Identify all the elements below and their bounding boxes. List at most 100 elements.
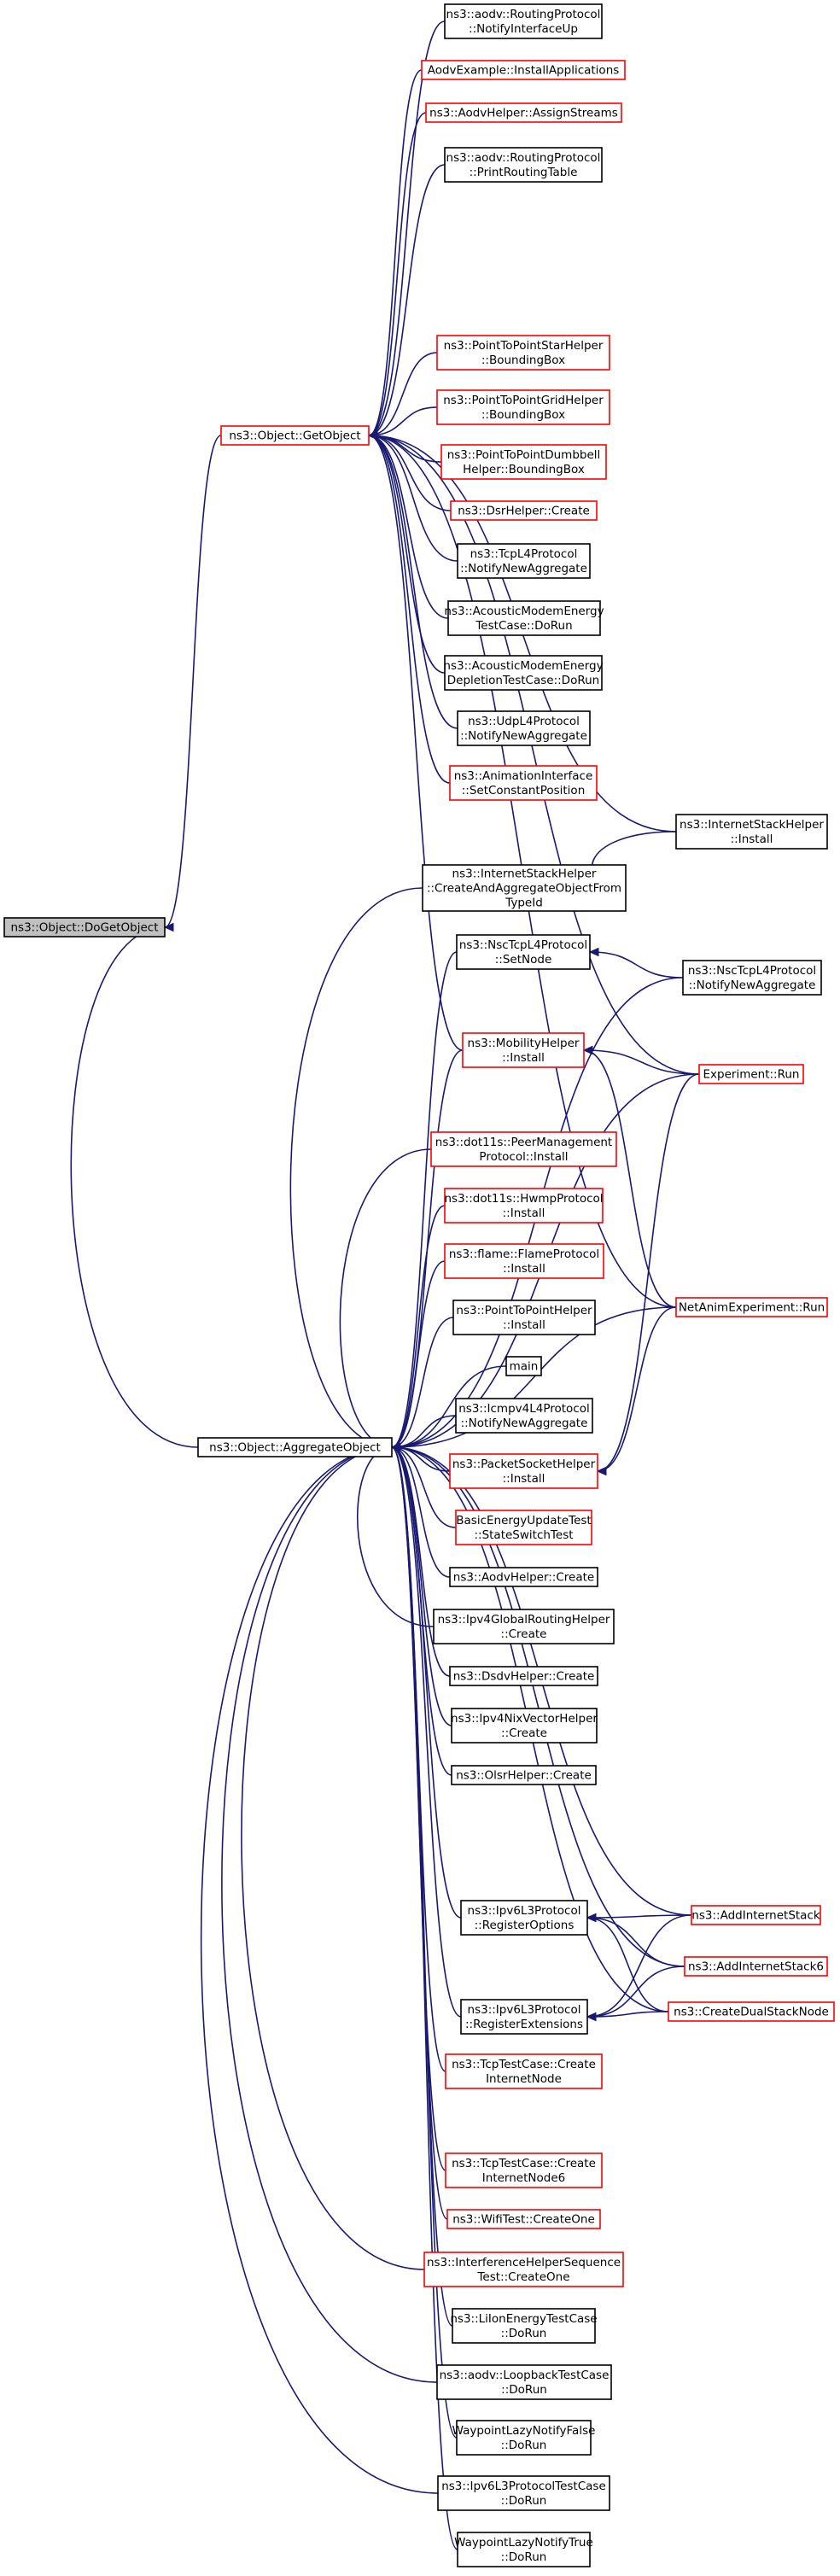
node-ipv6-l3-test[interactable]: ns3::Ipv6L3ProtocolTestCase::DoRun: [437, 2475, 610, 2511]
node-nsc-tcp-notify[interactable]: ns3::NscTcpL4Protocol::NotifyNewAggregat…: [682, 960, 822, 996]
node-label-line: Test::CreateOne: [476, 2270, 569, 2284]
node-wifi-test-create-one[interactable]: ns3::WifiTest::CreateOne: [446, 2209, 601, 2229]
node-dsdv-helper-create[interactable]: ns3::DsdvHelper::Create: [449, 1666, 598, 1686]
node-udp-l4-notify[interactable]: ns3::UdpL4Protocol::NotifyNewAggregate: [457, 710, 591, 746]
arrowhead-icon: [367, 430, 378, 441]
node-ipv6-register-options[interactable]: ns3::Ipv6L3Protocol::RegisterOptions: [460, 1900, 588, 1936]
node-box: [197, 1437, 393, 1457]
node-label-line: ::NotifyNewAggregate: [689, 978, 816, 992]
node-p2p-star-bbox[interactable]: ns3::PointToPointStarHelper::BoundingBox: [436, 335, 610, 371]
node-add-internet-stack[interactable]: ns3::AddInternetStack: [691, 1905, 821, 1925]
node-label-line: ::BoundingBox: [481, 408, 565, 422]
call-edge-dsr_helper_create-to-get_object: [368, 435, 452, 511]
node-label-line: ::SetConstantPosition: [462, 784, 586, 797]
node-box: [437, 2475, 610, 2511]
node-label-line: ns3::Object::AggregateObject: [209, 1441, 381, 1455]
node-packet-socket-install[interactable]: ns3::PacketSocketHelper::Install: [449, 1453, 598, 1489]
node-aodv-example-install-apps[interactable]: AodvExample::InstallApplications: [421, 60, 626, 80]
node-label-line: ns3::Object::DoGetObject: [10, 921, 158, 935]
node-create-dual-stack[interactable]: ns3::CreateDualStackNode: [668, 2001, 835, 2022]
arrowhead-icon: [586, 2012, 597, 2022]
node-waypoint-lazy-true[interactable]: WaypointLazyNotifyTrue::DoRun: [454, 2532, 593, 2567]
node-box: [436, 389, 610, 425]
node-label-line: Experiment::Run: [703, 1068, 800, 1082]
node-olsr-helper-create[interactable]: ns3::OlsrHelper::Create: [451, 1765, 597, 1785]
node-main[interactable]: main: [505, 1356, 542, 1376]
node-nsc-tcp-set-node[interactable]: ns3::NscTcpL4Protocol::SetNode: [456, 934, 591, 970]
call-edge-p2p_star_bbox-to-get_object: [368, 352, 438, 436]
node-aodv-loopback-test[interactable]: ns3::aodv::LoopbackTestCase::DoRun: [436, 2364, 612, 2400]
node-dot11s-hwmp-install[interactable]: ns3::dot11s::HwmpProtocol::Install: [444, 1188, 604, 1224]
node-box: [220, 425, 370, 446]
node-aggregate-object[interactable]: ns3::Object::AggregateObject: [197, 1437, 393, 1457]
call-edge-aodv_helper_assign_streams-to-get_object: [368, 112, 427, 436]
call-edge-nsc_tcp_notify-to-nsc_tcp_set_node: [589, 951, 684, 978]
node-ipv6-register-extensions[interactable]: ns3::Ipv6L3Protocol::RegisterExtensions: [460, 1999, 588, 2035]
node-label-line: ns3::dot11s::HwmpProtocol: [444, 1192, 603, 1206]
node-aodv-notify-interface-up[interactable]: ns3::aodv::RoutingProtocol::NotifyInterf…: [444, 3, 603, 39]
node-label-line: WaypointLazyNotifyFalse: [452, 2424, 596, 2438]
node-label-line: ns3::AcousticModemEnergy: [444, 605, 604, 618]
node-label-line: ns3::AddInternetStack6: [688, 1960, 824, 1974]
node-dsr-helper-create[interactable]: ns3::DsrHelper::Create: [450, 500, 598, 521]
node-anim-set-const-pos[interactable]: ns3::AnimationInterface::SetConstantPosi…: [449, 765, 598, 801]
node-internet-stack-create-agg[interactable]: ns3::InternetStackHelper::CreateAndAggre…: [422, 864, 627, 912]
node-label-line: ns3::aodv::RoutingProtocol: [446, 8, 601, 21]
node-experiment-run[interactable]: Experiment::Run: [698, 1064, 804, 1084]
node-label-line: ::Install: [502, 1051, 545, 1065]
node-dot11s-peer-install[interactable]: ns3::dot11s::PeerManagementProtocol::Ins…: [430, 1131, 617, 1167]
call-edge-p2p_grid_bbox-to-get_object: [368, 406, 438, 436]
node-label-line: ns3::NscTcpL4Protocol: [688, 964, 816, 978]
call-edge-netanim_run-to-mobility_helper_install: [583, 1049, 677, 1308]
node-box: [422, 864, 627, 912]
node-label-line: ns3::Object::GetObject: [229, 429, 360, 443]
node-flame-install[interactable]: ns3::flame::FlameProtocol::Install: [444, 1243, 604, 1279]
node-box: [457, 710, 591, 746]
node-internet-stack-install[interactable]: ns3::InternetStackHelper::Install: [675, 814, 828, 850]
node-p2p-helper-install[interactable]: ns3::PointToPointHelper::Install: [452, 1300, 596, 1335]
node-label-line: ns3::dot11s::PeerManagement: [435, 1136, 612, 1149]
node-liion-energy-test[interactable]: ns3::LiIonEnergyTestCase::DoRun: [450, 2308, 598, 2344]
node-aodv-print-routing-table[interactable]: ns3::aodv::RoutingProtocol::PrintRouting…: [444, 147, 603, 183]
node-add-internet-stack6[interactable]: ns3::AddInternetStack6: [684, 1956, 828, 1977]
node-aodv-helper-create[interactable]: ns3::AodvHelper::Create: [449, 1567, 598, 1587]
node-waypoint-lazy-false[interactable]: WaypointLazyNotifyFalse::DoRun: [452, 2420, 596, 2456]
node-label-line: ::Install: [503, 1262, 545, 1276]
call-edge-get_object-to-do_get_object: [164, 435, 222, 928]
node-tcp-l4-notify[interactable]: ns3::TcpL4Protocol::NotifyNewAggregate: [457, 543, 591, 579]
node-box: [436, 335, 610, 371]
node-acoustic-depletion-test[interactable]: ns3::AcousticModemEnergyDepletionTestCas…: [443, 655, 604, 691]
node-label-line: ns3::aodv::RoutingProtocol: [446, 151, 601, 165]
node-p2p-dumbbell-bbox[interactable]: ns3::PointToPointDumbbellHelper::Boundin…: [440, 444, 607, 480]
node-label-line: WaypointLazyNotifyTrue: [454, 2536, 593, 2550]
node-netanim-run[interactable]: NetAnimExperiment::Run: [675, 1297, 828, 1317]
arrowhead-icon: [588, 947, 599, 957]
node-interference-create-one[interactable]: ns3::InterferenceHelperSequenceTest::Cre…: [423, 2252, 624, 2287]
node-get-object[interactable]: ns3::Object::GetObject: [220, 425, 370, 446]
call-edge-create_dual_stack-to-ipv6_register_extensions: [586, 2011, 669, 2018]
call-edge-anim_set_const_pos-to-get_object: [368, 435, 451, 784]
node-label-line: ns3::PointToPointHelper: [456, 1304, 592, 1317]
node-aodv-helper-assign-streams[interactable]: ns3::AodvHelper::AssignStreams: [425, 102, 622, 123]
node-label-line: ns3::Icmpv4L4Protocol: [458, 1402, 590, 1416]
node-layer: ns3::Object::DoGetObject ns3::Object::Get…: [3, 3, 835, 2567]
node-label-line: ::Create: [501, 1627, 547, 1641]
node-ipv4-nix-create[interactable]: ns3::Ipv4NixVectorHelper::Create: [451, 1708, 598, 1744]
node-icmpv4-notify[interactable]: ns3::Icmpv4L4Protocol::NotifyNewAggregat…: [455, 1398, 593, 1434]
node-label-line: ns3::AnimationInterface: [454, 769, 593, 783]
arrowhead-icon: [163, 922, 174, 932]
call-edge-waypoint_lazy_false-to-aggregate_object: [391, 1446, 458, 2439]
node-label-line: ns3::flame::FlameProtocol: [449, 1247, 599, 1261]
node-ipv4-global-routing-create[interactable]: ns3::Ipv4GlobalRoutingHelper::Create: [433, 1609, 615, 1644]
node-box: [447, 600, 601, 636]
call-edge-netanim_run-to-aggregate_object: [391, 1306, 677, 1448]
node-basic-energy-update[interactable]: BasicEnergyUpdateTest::StateSwitchTest: [455, 1510, 592, 1545]
node-label-line: TestCase::DoRun: [475, 619, 572, 633]
call-edge-nsc_tcp_set_node-to-aggregate_object: [391, 951, 458, 1448]
node-mobility-helper-install[interactable]: ns3::MobilityHelper::Install: [462, 1032, 585, 1068]
node-p2p-grid-bbox[interactable]: ns3::PointToPointGridHelper::BoundingBox: [436, 389, 610, 425]
node-label-line: ns3::InternetStackHelper: [452, 867, 597, 881]
